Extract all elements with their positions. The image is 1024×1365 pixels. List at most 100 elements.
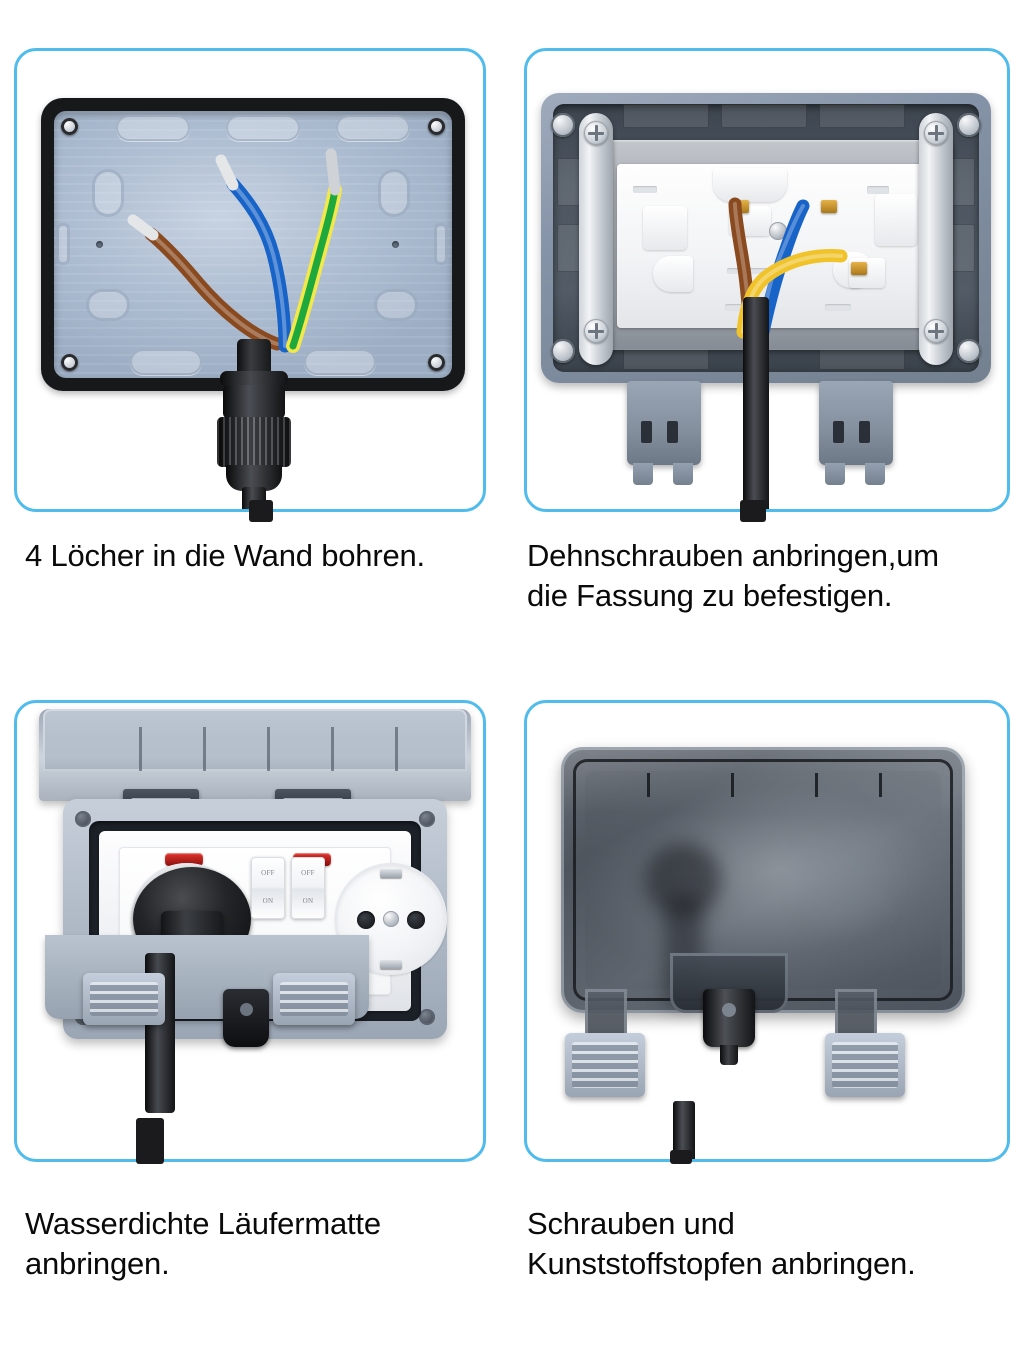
bracket-screw-bottom-left[interactable] bbox=[584, 319, 608, 343]
knockout-bottom-2 bbox=[304, 349, 376, 375]
pilot-hole-left bbox=[96, 241, 103, 248]
closed-smoked-cover[interactable] bbox=[561, 747, 965, 1013]
plastic-plug-left bbox=[565, 1033, 645, 1097]
switch-right-on-label: ON bbox=[302, 897, 314, 905]
wall-plug-left bbox=[627, 381, 701, 485]
cover-haze bbox=[585, 771, 941, 989]
cavity-rib-left-1 bbox=[557, 158, 583, 206]
insert-boss-left bbox=[643, 206, 687, 250]
enclosure-corner-screw-bottom-right bbox=[957, 339, 981, 363]
step-2-image-panel bbox=[524, 48, 1010, 512]
mount-oval-bottom-right bbox=[374, 289, 418, 321]
step-3-caption: Wasserdichte Läufermatte anbringen. bbox=[25, 1206, 381, 1281]
bracket-screw-bottom-right[interactable] bbox=[924, 319, 948, 343]
earth-clip-top bbox=[380, 869, 402, 878]
earth-clip-bottom bbox=[380, 960, 402, 969]
rocker-switch-left[interactable]: OFF ON bbox=[251, 857, 285, 919]
cavity-rib-left-2 bbox=[557, 224, 583, 272]
wall-plug-right bbox=[273, 973, 355, 1025]
socket-pin-hole-left bbox=[357, 911, 375, 929]
knockout-top-1 bbox=[116, 115, 190, 141]
brown-live-wire bbox=[144, 227, 284, 351]
cable-gland-tip bbox=[720, 1045, 738, 1065]
step-1-image-panel bbox=[14, 48, 486, 512]
cavity-rib-top-1 bbox=[623, 104, 709, 128]
knockout-top-2 bbox=[226, 115, 300, 141]
insert-boss-far-right bbox=[875, 194, 917, 246]
junction-box-open bbox=[41, 98, 465, 391]
cavity-rib-bottom-2 bbox=[819, 346, 905, 370]
earth-wire-stripped-end bbox=[325, 148, 341, 196]
step-2-cable-overflow bbox=[740, 500, 766, 522]
ghost-plug-silhouette bbox=[645, 843, 721, 917]
enclosure-corner-screw-top-left bbox=[551, 113, 575, 137]
cable-gland-body bbox=[223, 385, 285, 419]
wire-group bbox=[41, 98, 465, 398]
mount-oval-top-right bbox=[378, 169, 410, 217]
cable-gland-neck bbox=[237, 339, 271, 375]
cable-gland-nut bbox=[217, 417, 291, 467]
cavity-rib-right-1 bbox=[949, 158, 975, 206]
corner-screw-top-right bbox=[428, 118, 445, 135]
corner-screw-top-left bbox=[61, 118, 78, 135]
step-3-cable-overflow bbox=[136, 1118, 164, 1164]
cavity-rib-bottom-1 bbox=[623, 346, 709, 370]
mount-oval-top-left bbox=[92, 169, 124, 217]
enclosure-corner-screw-bottom-left bbox=[551, 339, 575, 363]
switch-left-off-label: OFF bbox=[261, 869, 275, 877]
terminal-earth bbox=[851, 262, 867, 275]
hinged-cover-open[interactable] bbox=[39, 709, 471, 801]
switch-left-on-label: ON bbox=[262, 897, 274, 905]
blue-neutral-wire bbox=[226, 177, 292, 353]
enclosure-screw-top-right[interactable] bbox=[419, 811, 435, 827]
cavity-rib-top-2 bbox=[721, 104, 807, 128]
cable-gland bbox=[703, 989, 755, 1047]
insert-boss-center-top bbox=[713, 168, 787, 202]
mounting-plate bbox=[603, 140, 953, 350]
green-yellow-earth-wire bbox=[289, 186, 339, 350]
enclosure-base bbox=[541, 93, 991, 383]
blue-wire-stripped-end bbox=[215, 154, 239, 191]
socket-insert-white-body bbox=[617, 164, 939, 328]
junction-box-interior bbox=[54, 111, 452, 378]
wall-plug-left bbox=[83, 973, 165, 1025]
step-1-caption: 4 Löcher in die Wand bohren. bbox=[25, 538, 425, 573]
brown-wire-stripped-end bbox=[127, 214, 159, 241]
switch-right-off-label: OFF bbox=[301, 869, 315, 877]
insert-slot-5 bbox=[825, 304, 851, 311]
cavity-rib-top-3 bbox=[819, 104, 905, 128]
knockout-top-3 bbox=[336, 115, 410, 141]
cable-gland-knob bbox=[223, 989, 269, 1047]
cable-gland-cone bbox=[226, 465, 282, 491]
socket-center-screw bbox=[383, 911, 399, 927]
insert-slot-2 bbox=[867, 186, 889, 194]
step-4-cable-overflow bbox=[670, 1150, 692, 1164]
side-slot-right bbox=[434, 223, 448, 265]
enclosure-screw-bottom-right[interactable] bbox=[419, 1009, 435, 1025]
bracket-screw-top-right[interactable] bbox=[924, 121, 948, 145]
pilot-hole-right bbox=[392, 241, 399, 248]
terminal-blue bbox=[821, 200, 837, 213]
enclosure-screw-top-left[interactable] bbox=[75, 811, 91, 827]
center-fixing-screw bbox=[769, 222, 787, 240]
corner-screw-bottom-left bbox=[61, 354, 78, 371]
side-slot-left bbox=[56, 223, 70, 265]
insert-boss-left-2 bbox=[653, 256, 693, 292]
power-cable bbox=[673, 1101, 695, 1159]
indicator-led-left bbox=[165, 853, 203, 866]
socket-pin-hole-right bbox=[407, 911, 425, 929]
step-2-caption: Dehnschrauben anbringen,um die Fassung z… bbox=[527, 538, 939, 613]
rocker-switch-right[interactable]: OFF ON bbox=[291, 857, 325, 919]
step-4-image-panel bbox=[524, 700, 1010, 1162]
insert-slot-1 bbox=[633, 186, 657, 193]
step-1-cable-overflow bbox=[249, 500, 273, 522]
ghost-socket-silhouette bbox=[799, 839, 887, 925]
plastic-plug-right bbox=[825, 1033, 905, 1097]
bracket-screw-top-left[interactable] bbox=[584, 121, 608, 145]
wall-plug-right bbox=[819, 381, 893, 485]
power-cable bbox=[743, 297, 769, 509]
cable-gland-flange bbox=[220, 371, 288, 387]
enclosure-corner-screw-top-right bbox=[957, 113, 981, 137]
corner-screw-bottom-right bbox=[428, 354, 445, 371]
step-4-caption: Schrauben und Kunststoffstopfen anbringe… bbox=[527, 1206, 916, 1281]
